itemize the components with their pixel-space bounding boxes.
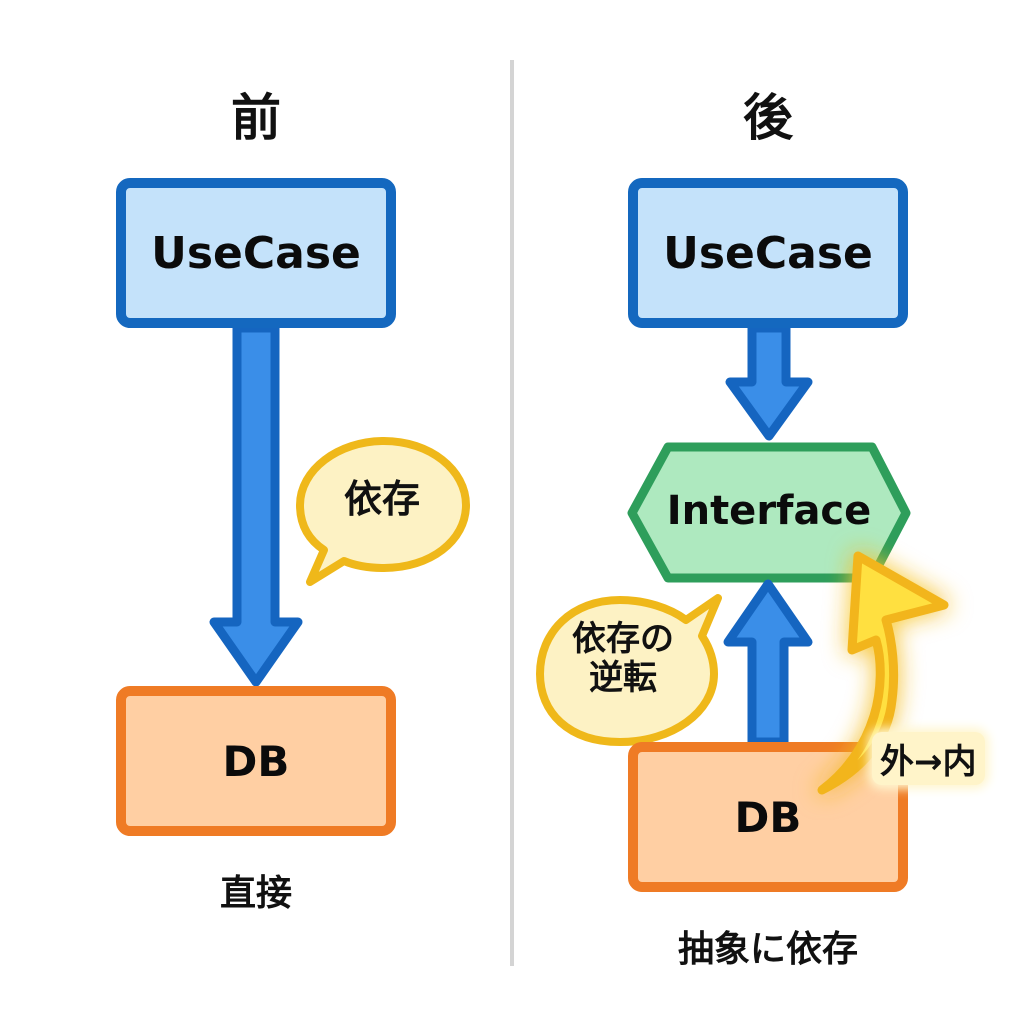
- after-usecase-box: UseCase: [628, 178, 908, 328]
- before-bubble-label: 依存: [343, 477, 420, 521]
- after-bubble-label: 依存の 逆転: [548, 619, 698, 699]
- after-caption: 抽象に依存: [677, 929, 858, 970]
- before-heading: 前: [231, 89, 281, 147]
- after-bubble-line2: 逆転: [589, 658, 657, 699]
- speech-bubble-inversion: [536, 594, 722, 746]
- after-bubble-line1: 依存の: [572, 619, 674, 659]
- after-heading: 後: [743, 89, 793, 147]
- after-db-label: DB: [734, 792, 802, 842]
- before-db-label: DB: [222, 736, 290, 786]
- before-db-box: DB: [116, 686, 396, 836]
- after-interface-label: Interface: [666, 488, 872, 534]
- panel-divider: [510, 60, 514, 966]
- dependency-arrow-up-right: [723, 579, 813, 747]
- before-caption: 直接: [219, 873, 292, 914]
- direction-label: 外→内: [872, 732, 985, 785]
- after-db-box: DB: [628, 742, 908, 892]
- speech-bubble-dependency: [296, 437, 470, 586]
- after-usecase-label: UseCase: [663, 227, 873, 279]
- before-usecase-label: UseCase: [151, 227, 361, 279]
- dependency-arrow-down-left: [209, 323, 303, 687]
- dependency-arrow-down-right: [725, 323, 813, 441]
- before-usecase-box: UseCase: [116, 178, 396, 328]
